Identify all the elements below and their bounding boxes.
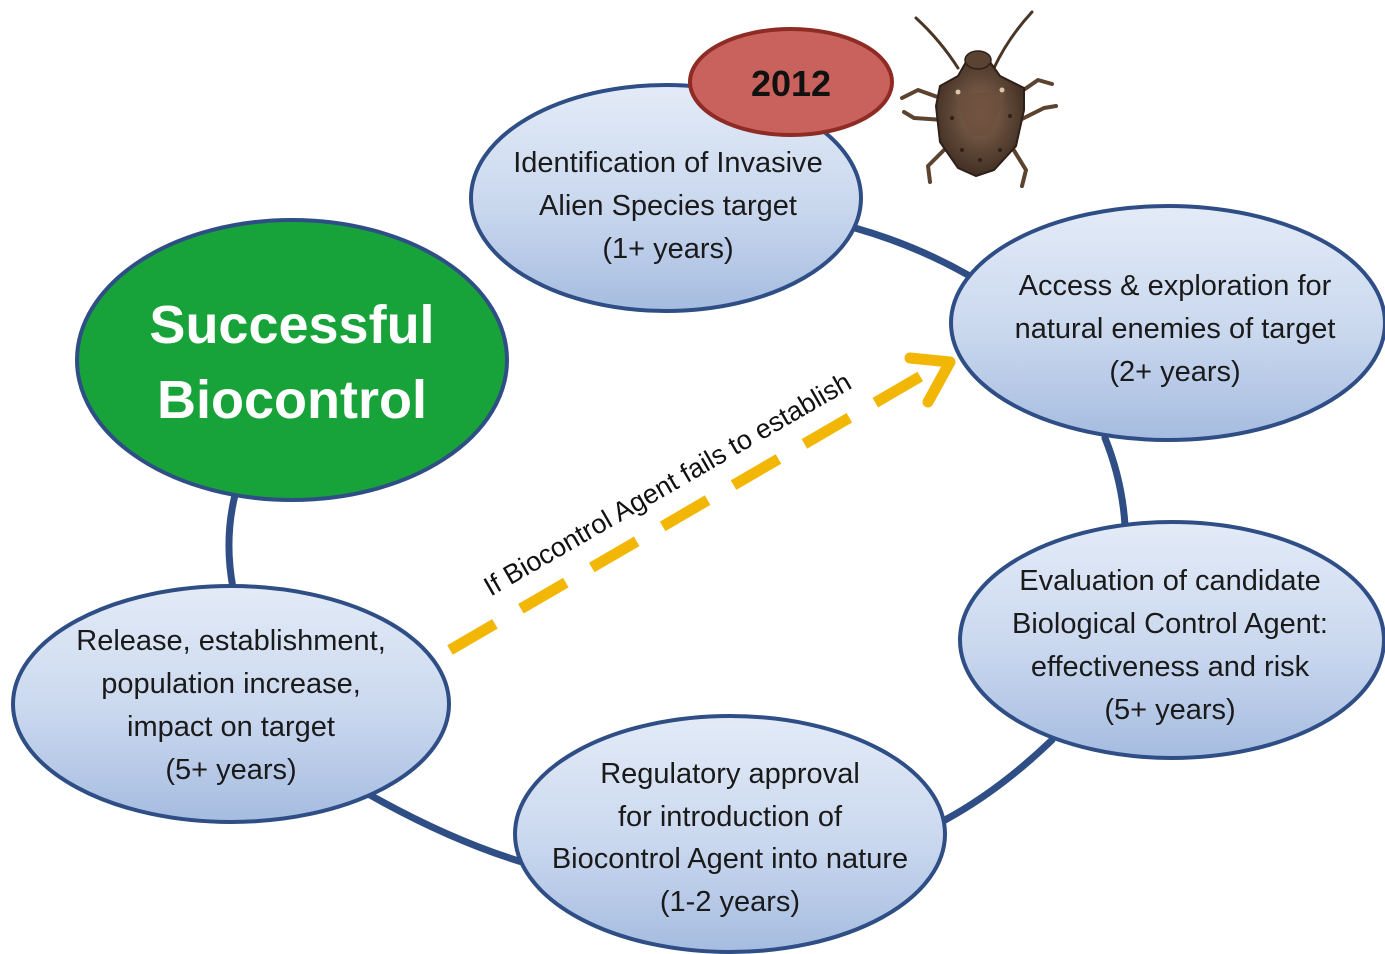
step-release-line-4: (5+ years): [165, 754, 296, 786]
stink-bug-icon: [900, 10, 1058, 188]
success-node: Successful Biocontrol: [75, 218, 509, 502]
step-evaluation: Evaluation of candidate Biological Contr…: [958, 520, 1385, 760]
step-release-line-1: Release, establishment,: [76, 625, 386, 657]
year-badge-label: 2012: [751, 63, 831, 104]
fail-to-establish-arrow: If Biocontrol Agent fails to establish: [447, 352, 956, 655]
step-evaluation-line-2: Biological Control Agent:: [1012, 608, 1328, 640]
step-evaluation-line-4: (5+ years): [1104, 694, 1235, 726]
step-regulatory-line-3: Biocontrol Agent into nature: [552, 843, 908, 875]
step-regulatory-line-4: (1-2 years): [660, 886, 800, 918]
step-regulatory-line-2: for introduction of: [618, 801, 843, 833]
step-identification-line-1: Identification of Invasive: [513, 147, 823, 179]
step-exploration-line-1: Access & exploration for: [1019, 270, 1332, 302]
connector-release-success: [225, 491, 239, 592]
year-badge: 2012: [688, 27, 894, 137]
step-identification-line-2: Alien Species target: [539, 190, 797, 222]
step-exploration-line-3: (2+ years): [1109, 356, 1240, 388]
step-regulatory: Regulatory approval for introduction of …: [513, 714, 947, 954]
connector-regulatory-release: [366, 791, 526, 866]
connector-identification-exploration: [851, 224, 972, 279]
connector-evaluation-regulatory: [941, 736, 1056, 824]
success-line-2: Biocontrol: [157, 370, 427, 430]
cycle-connectors: [225, 224, 1129, 866]
step-release-line-3: impact on target: [127, 711, 335, 743]
step-regulatory-line-1: Regulatory approval: [600, 758, 860, 790]
success-line-1: Successful: [149, 295, 434, 355]
step-release: Release, establishment, population incre…: [11, 584, 451, 824]
arrow-label: If Biocontrol Agent fails to establish: [479, 367, 857, 602]
step-evaluation-line-1: Evaluation of candidate: [1019, 565, 1321, 597]
step-identification-line-3: (1+ years): [602, 233, 733, 265]
step-exploration-line-2: natural enemies of target: [1015, 313, 1336, 345]
step-release-line-2: population increase,: [101, 668, 361, 700]
step-identification: Identification of Invasive Alien Species…: [469, 83, 863, 313]
step-evaluation-line-3: effectiveness and risk: [1031, 651, 1310, 683]
connector-exploration-evaluation: [1101, 434, 1129, 529]
step-exploration: Access & exploration for natural enemies…: [949, 204, 1385, 442]
